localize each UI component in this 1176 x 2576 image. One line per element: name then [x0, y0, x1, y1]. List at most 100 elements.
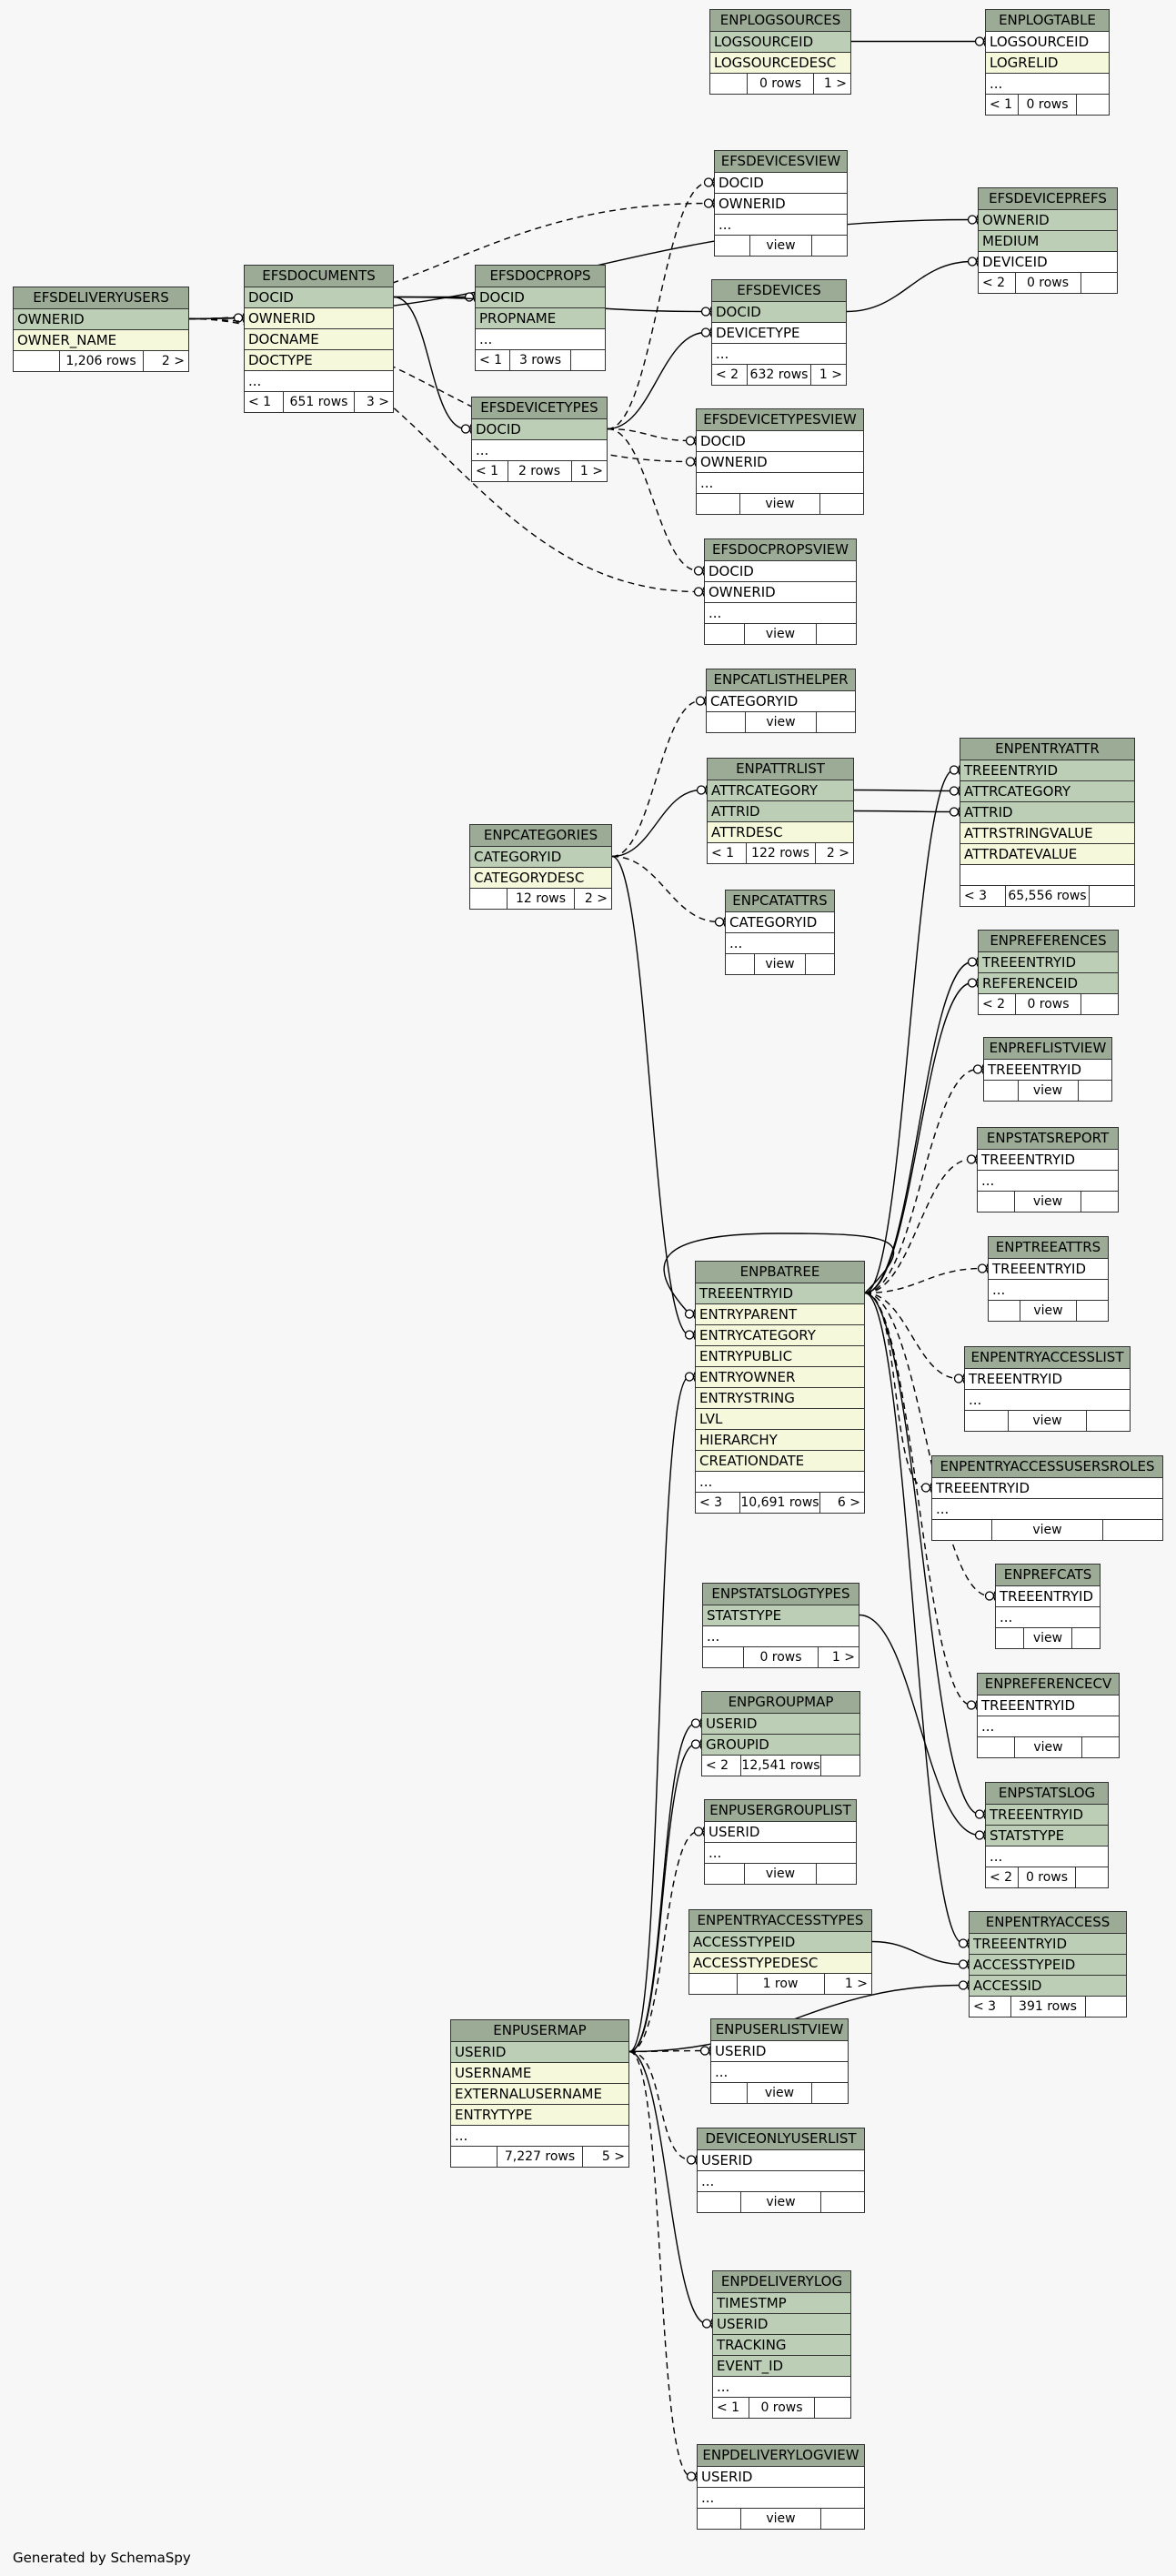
parents-count [697, 494, 739, 514]
table-header[interactable]: EFSDOCPROPSVIEW [705, 539, 856, 560]
table-header[interactable]: ENPUSERGROUPLIST [705, 1800, 856, 1821]
column-row: USERID [698, 2149, 864, 2170]
optional-circle-icon [684, 1309, 695, 1319]
crows-foot-icon [701, 587, 705, 597]
table-header[interactable]: ENPUSERLISTVIEW [711, 2019, 848, 2040]
table-header[interactable]: ENPENTRYACCESSUSERSROLES [932, 1456, 1162, 1477]
column-row: DOCID [715, 172, 847, 193]
table-header[interactable]: ENPREFERENCECV [978, 1674, 1119, 1695]
table-header[interactable]: EFSDELIVERYUSERS [14, 287, 188, 308]
table-header[interactable]: ENPDELIVERYLOGVIEW [698, 2445, 864, 2466]
children-count [1077, 95, 1109, 115]
column-row: ACCESSTYPEID [970, 1954, 1126, 1975]
table-header[interactable]: EFSDOCUMENTS [245, 266, 393, 287]
column-row: DOCNAME [245, 328, 393, 349]
table-header[interactable]: ENPREFCATS [996, 1565, 1100, 1585]
row-count: 7,227 rows [497, 2147, 583, 2167]
table-header[interactable]: EFSDEVICETYPESVIEW [697, 409, 863, 430]
table-footer: view [978, 1191, 1118, 1212]
table-header[interactable]: ENPTREEATTRS [989, 1237, 1108, 1258]
relationship-edge [628, 1722, 697, 2053]
column-row: CATEGORYDESC [470, 867, 611, 888]
table-header[interactable]: ENPDELIVERYLOG [713, 2271, 850, 2292]
table-header[interactable]: ENPENTRYATTR [960, 739, 1134, 760]
parents-count [711, 2083, 747, 2103]
table-header[interactable]: ENPSTATSLOGTYPES [703, 1584, 859, 1605]
table-header[interactable]: ENPCATLISTHELPER [707, 669, 855, 690]
table-header[interactable]: ENPLOGTABLE [986, 10, 1109, 31]
table-header[interactable]: ENPSTATSLOG [986, 1783, 1108, 1804]
table-header[interactable]: ENPSTATSREPORT [978, 1128, 1118, 1149]
table-header[interactable]: ENPGROUPMAP [702, 1692, 859, 1713]
table-header[interactable]: DEVICEONLYUSERLIST [698, 2128, 864, 2149]
table-header[interactable]: ENPBATREE [696, 1262, 864, 1283]
optional-circle-icon [949, 786, 960, 796]
table-header[interactable]: ENPREFLISTVIEW [984, 1038, 1111, 1059]
table-header[interactable]: ENPUSERMAP [451, 2020, 628, 2041]
table-header[interactable]: ENPATTRLIST [708, 759, 853, 780]
column-row: ... [711, 2061, 848, 2082]
relationship-edge [611, 855, 690, 1336]
crows-foot-icon [693, 457, 697, 467]
row-count: 391 rows [1010, 1997, 1086, 2017]
table-header[interactable]: ENPCATATTRS [726, 891, 834, 911]
table-header[interactable]: EFSDOCPROPS [476, 266, 605, 287]
parents-count [705, 624, 744, 644]
parents-count: < 1 [990, 97, 1013, 112]
table-header[interactable]: EFSDEVICEPREFS [979, 188, 1117, 209]
table-header[interactable]: ENPLOGSOURCES [710, 10, 850, 31]
table-header[interactable]: ENPCATEGORIES [470, 825, 611, 846]
table-header[interactable]: ENPREFERENCES [979, 931, 1118, 951]
column-row: TREEENTRYID [960, 760, 1134, 780]
column-row: STATSTYPE [703, 1605, 859, 1625]
table-header[interactable]: ENPENTRYACCESSLIST [965, 1347, 1130, 1368]
table-header[interactable]: EFSDEVICETYPES [472, 397, 607, 418]
parents-count [984, 1081, 1018, 1101]
optional-circle-icon [958, 1959, 969, 1969]
table-header[interactable]: EFSDEVICESVIEW [715, 151, 847, 172]
table-header[interactable]: EFSDEVICES [712, 280, 846, 301]
column-row: ... [726, 932, 834, 953]
table-header[interactable]: ENPENTRYACCESS [970, 1912, 1126, 1933]
table-header[interactable]: ENPENTRYACCESSTYPES [689, 1910, 871, 1931]
crows-foot-icon [966, 1980, 970, 1990]
